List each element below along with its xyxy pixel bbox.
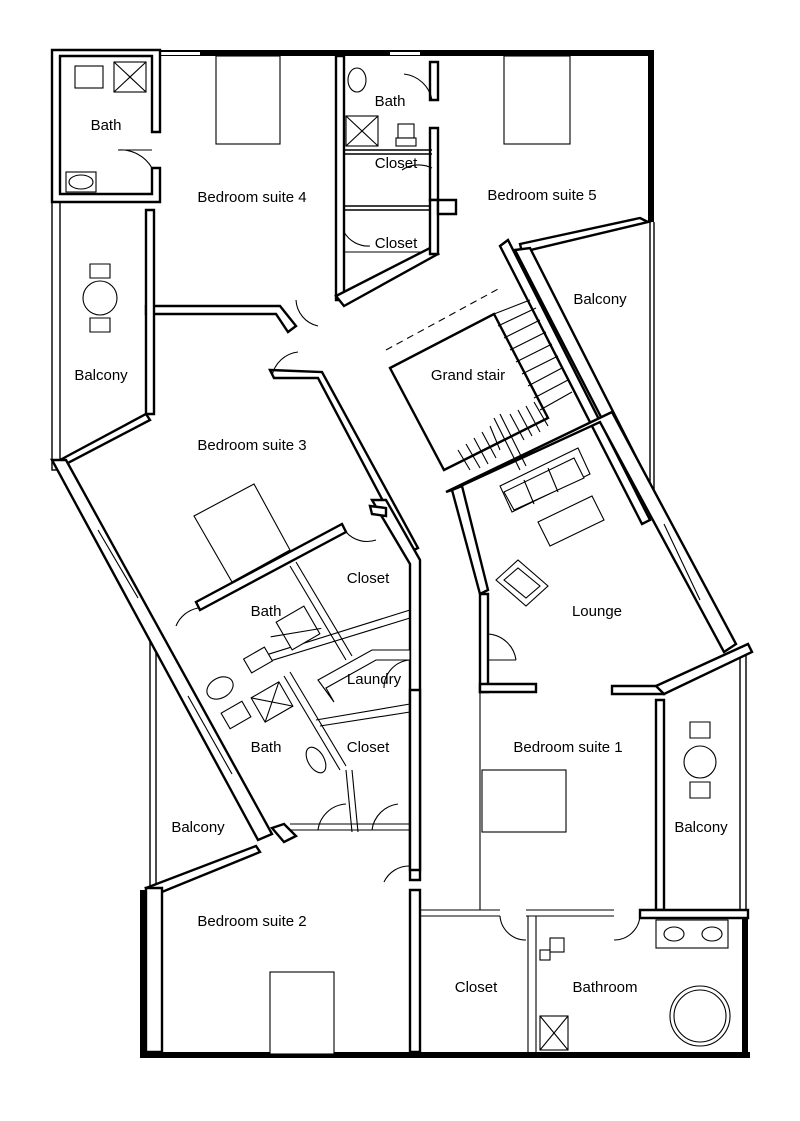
bed-icon bbox=[193, 483, 291, 583]
label-bath-mid: Bath bbox=[251, 603, 282, 620]
label-lounge: Lounge bbox=[572, 603, 622, 620]
label-balcony-w: Balcony bbox=[74, 367, 128, 384]
label-closet-n2: Closet bbox=[375, 235, 418, 252]
label-bedroom5: Bedroom suite 5 bbox=[487, 187, 596, 204]
label-closet-s: Closet bbox=[455, 979, 498, 996]
label-bath-low: Bath bbox=[251, 739, 282, 756]
bed-icon bbox=[215, 55, 281, 145]
label-bedroom3: Bedroom suite 3 bbox=[197, 437, 306, 454]
label-grand-stair: Grand stair bbox=[431, 367, 505, 384]
label-closet-low: Closet bbox=[347, 739, 390, 756]
central-walls bbox=[49, 198, 666, 1054]
lounge-furniture bbox=[445, 410, 754, 910]
label-bedroom4: Bedroom suite 4 bbox=[197, 189, 306, 206]
label-laundry: Laundry bbox=[347, 671, 402, 688]
label-balcony-se: Balcony bbox=[674, 819, 728, 836]
label-bedroom1: Bedroom suite 1 bbox=[513, 739, 622, 756]
bed-icon bbox=[269, 971, 335, 1055]
label-balcony-ne: Balcony bbox=[573, 291, 627, 308]
bath-nw bbox=[50, 48, 162, 204]
south-block bbox=[269, 698, 750, 1055]
bed-icon bbox=[481, 769, 567, 833]
label-bathroom: Bathroom bbox=[572, 979, 637, 996]
label-balcony-sw: Balcony bbox=[171, 819, 225, 836]
label-bath-nw: Bath bbox=[91, 117, 122, 134]
label-bedroom2: Bedroom suite 2 bbox=[197, 913, 306, 930]
balcony-furniture bbox=[82, 263, 717, 799]
bed-icon bbox=[503, 55, 571, 145]
label-bath-n: Bath bbox=[375, 93, 406, 110]
room-labels: Bath Bedroom suite 4 Bath Closet Closet … bbox=[74, 93, 728, 996]
label-closet-mid: Closet bbox=[347, 570, 390, 587]
label-closet-n1: Closet bbox=[375, 155, 418, 172]
middle-service-block bbox=[175, 299, 411, 883]
